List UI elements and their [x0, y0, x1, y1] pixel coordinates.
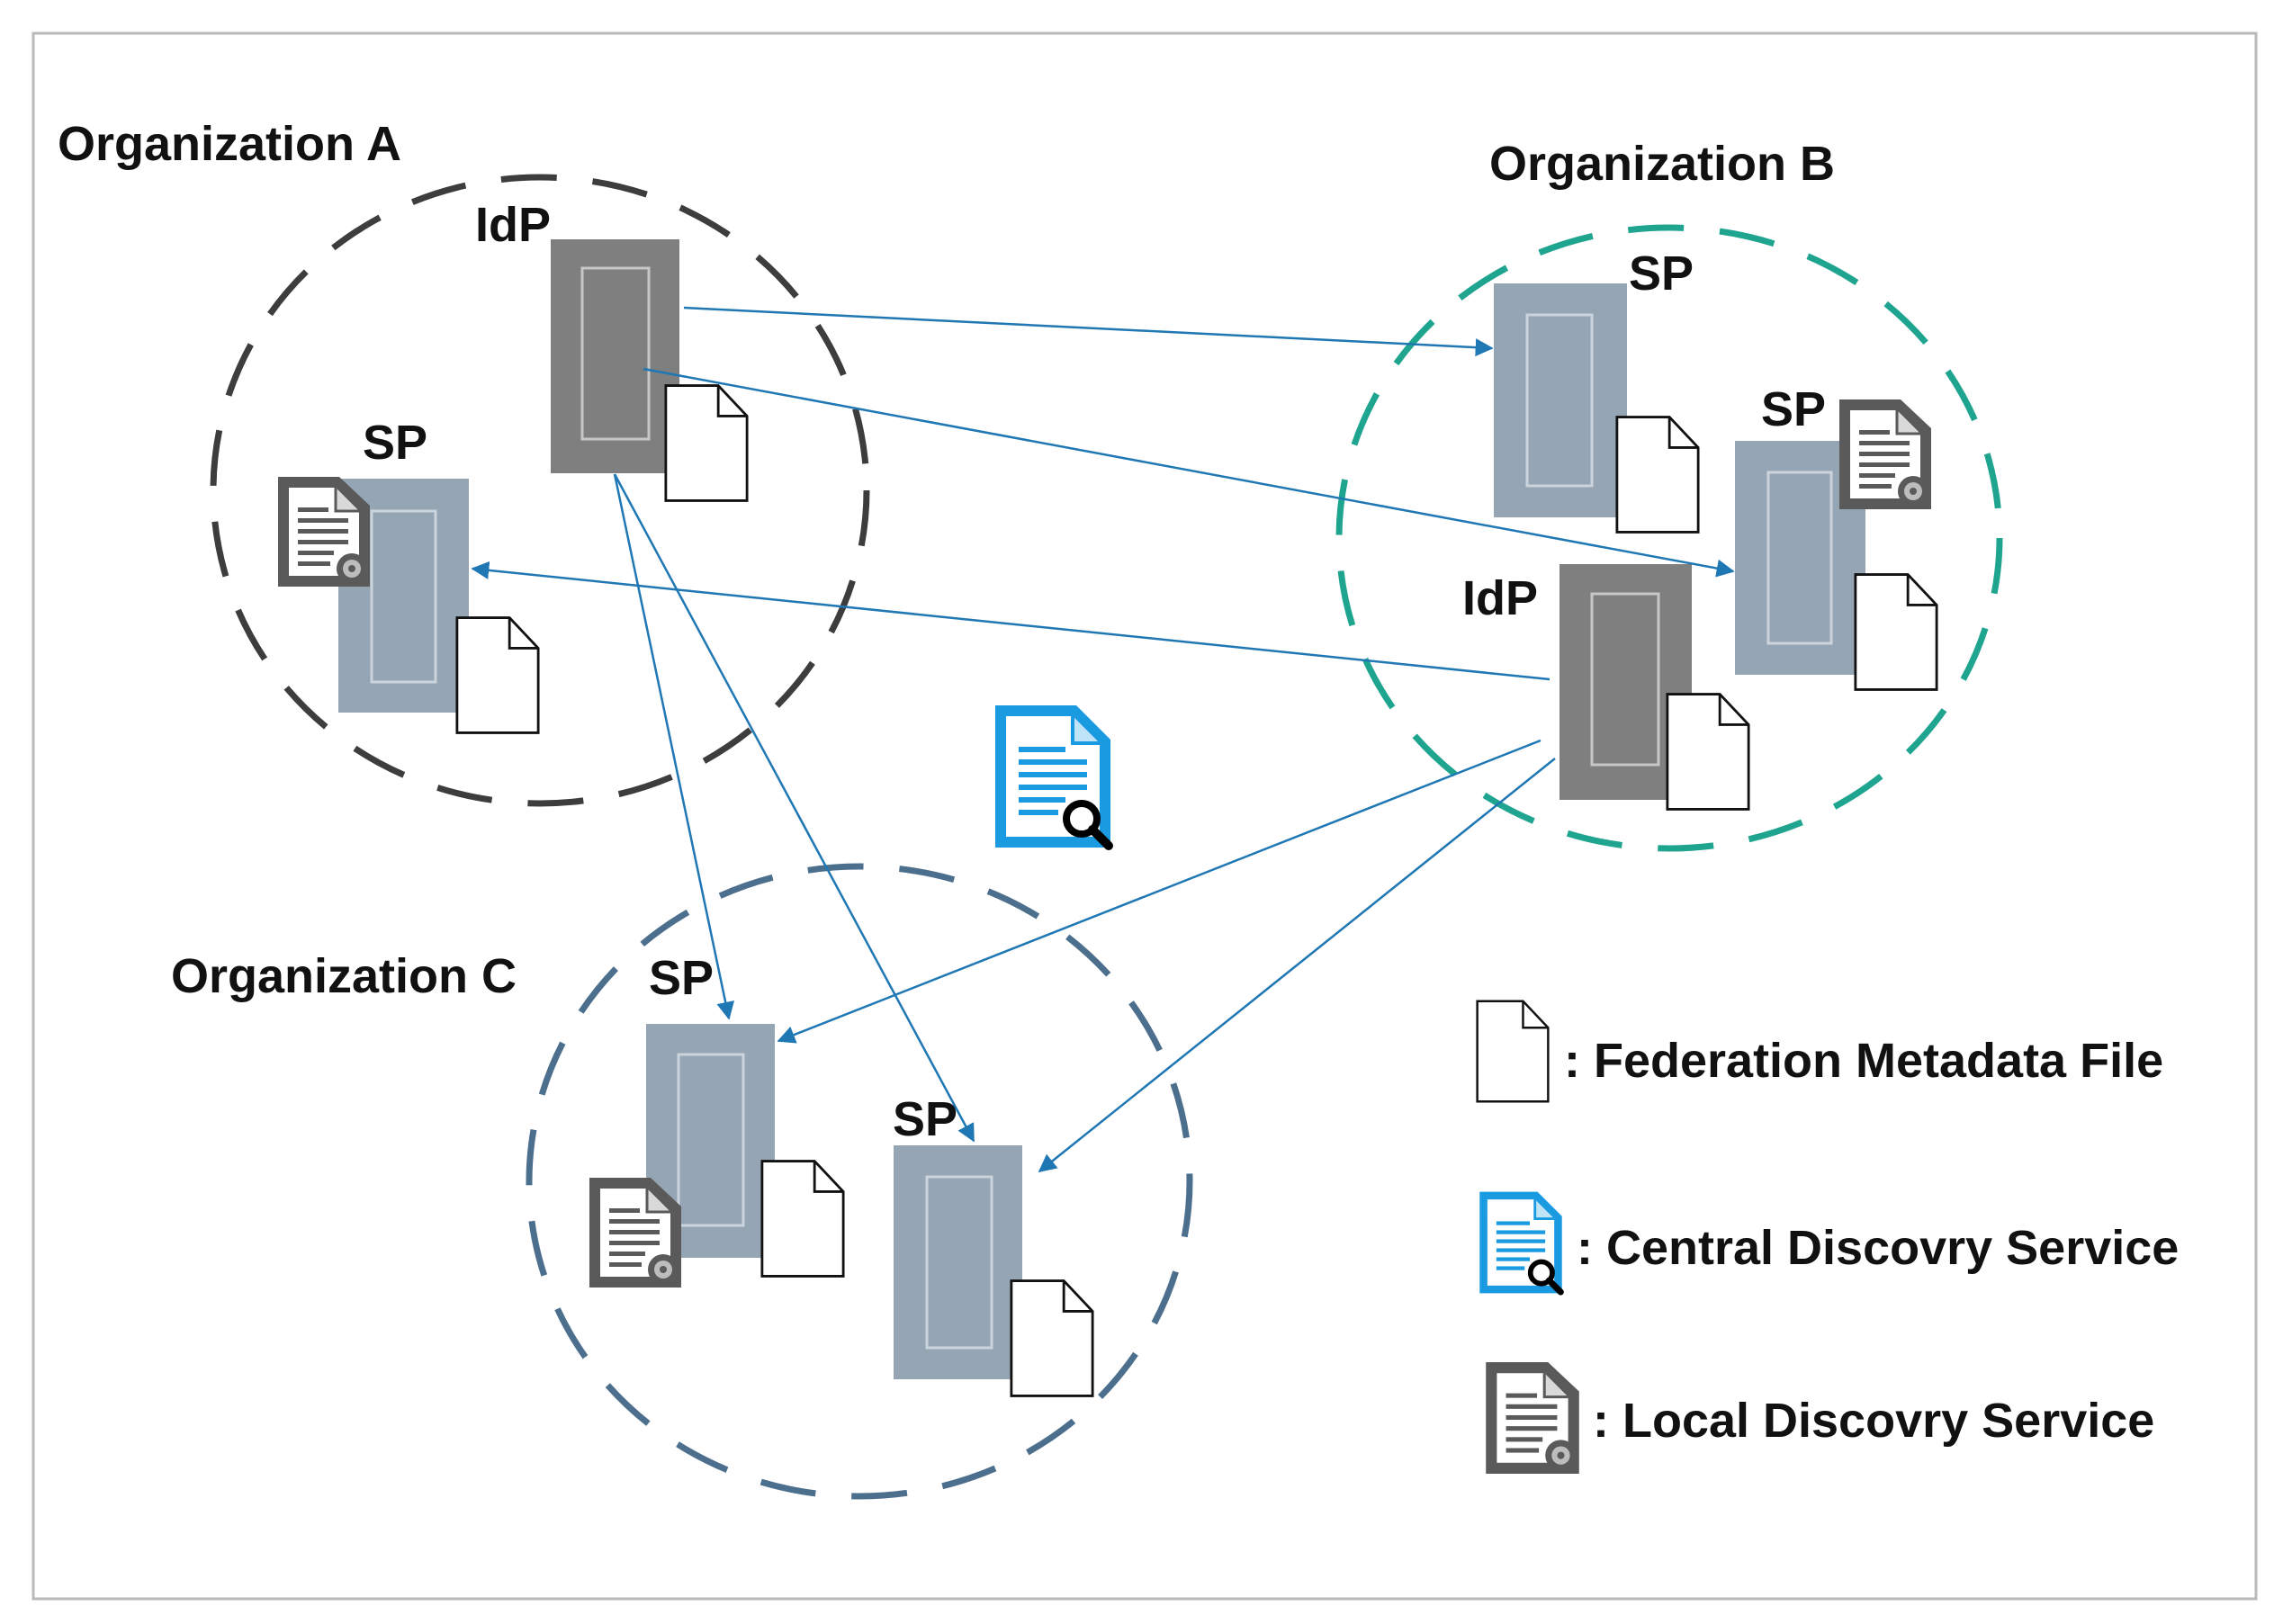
- organization-a-boundary: [210, 174, 870, 807]
- org-a-sp-metadata-file-icon: [455, 616, 540, 734]
- arrow-a-idp-to-c-sp1: [613, 473, 735, 1020]
- legend-central-discovery-label: : Central Discovry Service: [1577, 1221, 2179, 1275]
- legend-central-discovery-icon: [1479, 1192, 1561, 1294]
- organization-a-label: Organization A: [58, 117, 401, 171]
- legend-local-discovery-label: : Local Discovry Service: [1593, 1394, 2154, 1448]
- central-discovery-icon: [995, 705, 1110, 848]
- legend: : Federation Metadata File : Central Dis…: [1476, 1000, 2179, 1476]
- arrow-a-idp-to-b-sp2: [643, 367, 1735, 578]
- org-b-sp2-metadata-file-icon: [1854, 573, 1938, 691]
- outer-frame: [31, 31, 2258, 1601]
- arrow-b-idp-to-a-sp: [471, 561, 1550, 681]
- trust-arrows: [471, 306, 1735, 1173]
- org-c-sp1-metadata-file-icon: [760, 1160, 845, 1278]
- legend-local-discovery-icon: [1484, 1360, 1581, 1476]
- arrow-b-idp-to-c-sp1: [777, 739, 1541, 1044]
- organization-c-boundary: [526, 863, 1193, 1500]
- org-b-sp1-label: SP: [1629, 247, 1694, 301]
- org-c-sp2-label: SP: [893, 1092, 957, 1146]
- legend-metadata-file-label: : Federation Metadata File: [1564, 1034, 2163, 1088]
- org-a-sp-label: SP: [363, 416, 427, 470]
- org-c-sp2-metadata-file-icon: [1010, 1279, 1094, 1397]
- org-b-sp1-node: [1494, 283, 1627, 517]
- organization-b-boundary: [1335, 224, 2003, 852]
- org-a-local-discovery-icon: [276, 475, 372, 588]
- arrow-b-idp-to-c-sp2: [1038, 758, 1556, 1173]
- org-c-sp2-node: [894, 1145, 1022, 1379]
- org-b-idp-label: IdP: [1462, 571, 1538, 625]
- org-a-idp-node: [551, 239, 679, 473]
- org-b-sp2-label: SP: [1761, 382, 1826, 436]
- org-c-local-discovery-icon: [588, 1176, 683, 1289]
- arrow-a-idp-to-c-sp2: [613, 473, 975, 1143]
- organization-b-label: Organization B: [1489, 137, 1835, 191]
- org-a-idp-label: IdP: [475, 198, 551, 252]
- arrow-a-idp-to-b-sp1: [683, 306, 1494, 357]
- org-a-idp-metadata-file-icon: [664, 384, 749, 502]
- org-b-sp1-metadata-file-icon: [1615, 416, 1700, 534]
- legend-metadata-file-icon: [1476, 1000, 1550, 1103]
- org-c-sp1-label: SP: [649, 951, 714, 1005]
- org-b-idp-metadata-file-icon: [1666, 693, 1750, 811]
- organization-c-label: Organization C: [171, 949, 517, 1003]
- org-b-local-discovery-icon: [1838, 398, 1933, 511]
